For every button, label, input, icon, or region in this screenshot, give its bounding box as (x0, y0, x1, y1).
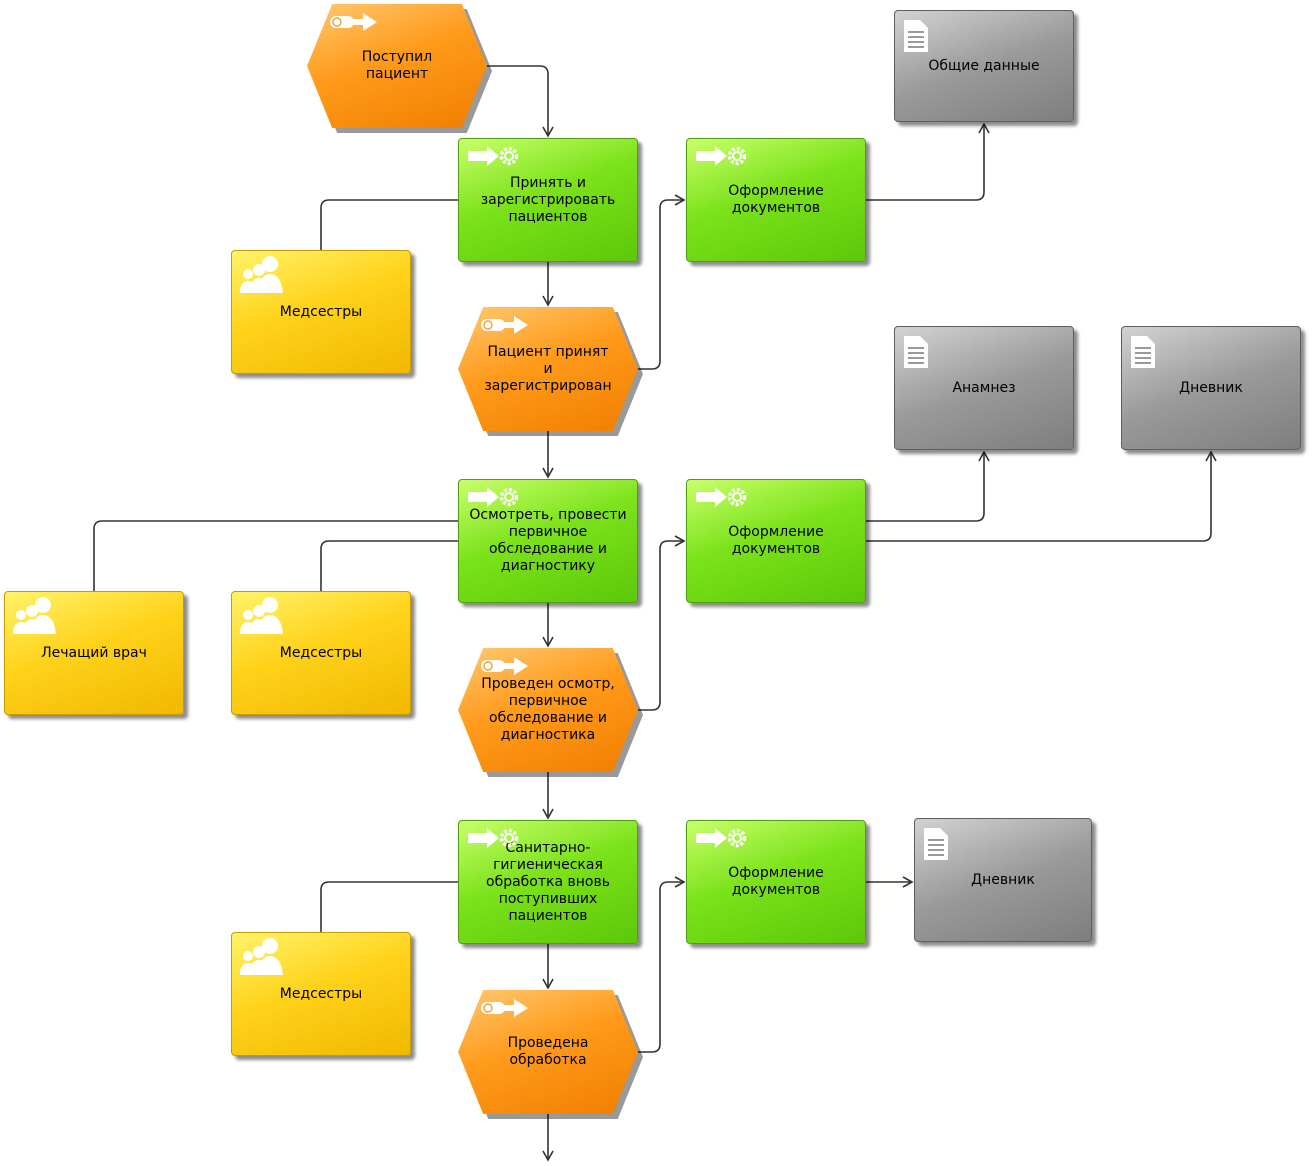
event-label: Проведена обработка (507, 1035, 589, 1068)
role-attending-doctor[interactable]: Лечащий врач (4, 591, 184, 715)
event-arrow-icon (481, 999, 528, 1017)
event-label: Поступил пациент (361, 49, 433, 82)
function-examine[interactable]: Осмотреть, провести первичное обследован… (458, 479, 638, 603)
people-group-icon (240, 597, 283, 634)
document-icon (904, 20, 928, 52)
function-sanitary-treatment[interactable]: Санитарно- гигиеническая обработка вновь… (458, 820, 638, 944)
document-diary-1[interactable]: Дневник (1121, 326, 1301, 450)
people-group-icon (240, 938, 283, 975)
function-label: Принять и зарегистрировать пациентов (480, 174, 616, 225)
event-patient-registered[interactable]: Пациент принят и зарегистрирован (458, 307, 638, 431)
function-label: Оформление документов (728, 865, 824, 898)
connector-line (320, 199, 458, 250)
role-nurses-2[interactable]: Медсестры (231, 591, 411, 715)
document-label: Общие данные (928, 57, 1040, 74)
function-gear-arrow-icon (468, 146, 519, 166)
role-label: Медсестры (279, 985, 363, 1002)
role-label: Медсестры (279, 644, 363, 661)
people-group-icon (13, 597, 56, 634)
function-label: Санитарно- гигиеническая обработка вновь… (486, 839, 610, 924)
document-icon (1131, 336, 1155, 368)
event-arrow-icon (481, 316, 528, 334)
document-label: Анамнез (952, 379, 1016, 396)
connector-line (487, 65, 554, 138)
function-accept-register[interactable]: Принять и зарегистрировать пациентов (458, 138, 638, 262)
function-documents-1[interactable]: Оформление документов (686, 138, 866, 262)
document-general-data[interactable]: Общие данные (894, 10, 1074, 122)
role-label: Медсестры (279, 303, 363, 320)
connector-line (866, 450, 1217, 542)
connector-line (638, 194, 686, 370)
event-label: Пациент принят и зарегистрирован (484, 343, 612, 394)
document-icon (904, 336, 928, 368)
event-arrow-icon (330, 13, 377, 31)
function-gear-arrow-icon (696, 828, 747, 848)
event-label: Проведен осмотр, первичное обследование … (481, 676, 615, 743)
function-label: Осмотреть, провести первичное обследован… (469, 507, 627, 574)
role-nurses-1[interactable]: Медсестры (231, 250, 411, 374)
function-gear-arrow-icon (696, 487, 747, 507)
document-label: Дневник (1179, 379, 1243, 396)
event-examination-done[interactable]: Проведен осмотр, первичное обследование … (458, 648, 638, 772)
function-documents-2[interactable]: Оформление документов (686, 479, 866, 603)
document-diary-2[interactable]: Дневник (914, 818, 1092, 942)
role-nurses-3[interactable]: Медсестры (231, 932, 411, 1056)
event-arrow-icon (481, 657, 528, 675)
connector-line (638, 535, 686, 711)
connector-line (93, 520, 458, 591)
function-documents-3[interactable]: Оформление документов (686, 820, 866, 944)
function-label: Оформление документов (728, 524, 824, 557)
people-group-icon (240, 256, 283, 293)
role-label: Лечащий врач (41, 644, 147, 661)
event-patient-arrived[interactable]: Поступил пациент (307, 4, 487, 128)
connector-line (866, 450, 990, 522)
document-anamnesis[interactable]: Анамнез (894, 326, 1074, 450)
function-label: Оформление документов (728, 183, 824, 216)
function-gear-arrow-icon (468, 487, 519, 507)
connector-line (320, 881, 458, 932)
connector-line (320, 540, 458, 591)
function-gear-arrow-icon (468, 828, 519, 848)
document-label: Дневник (971, 871, 1035, 888)
connector-line (638, 876, 686, 1053)
function-gear-arrow-icon (696, 146, 747, 166)
event-treatment-done[interactable]: Проведена обработка (458, 990, 638, 1114)
connector-line (866, 122, 990, 201)
document-icon (924, 828, 948, 860)
